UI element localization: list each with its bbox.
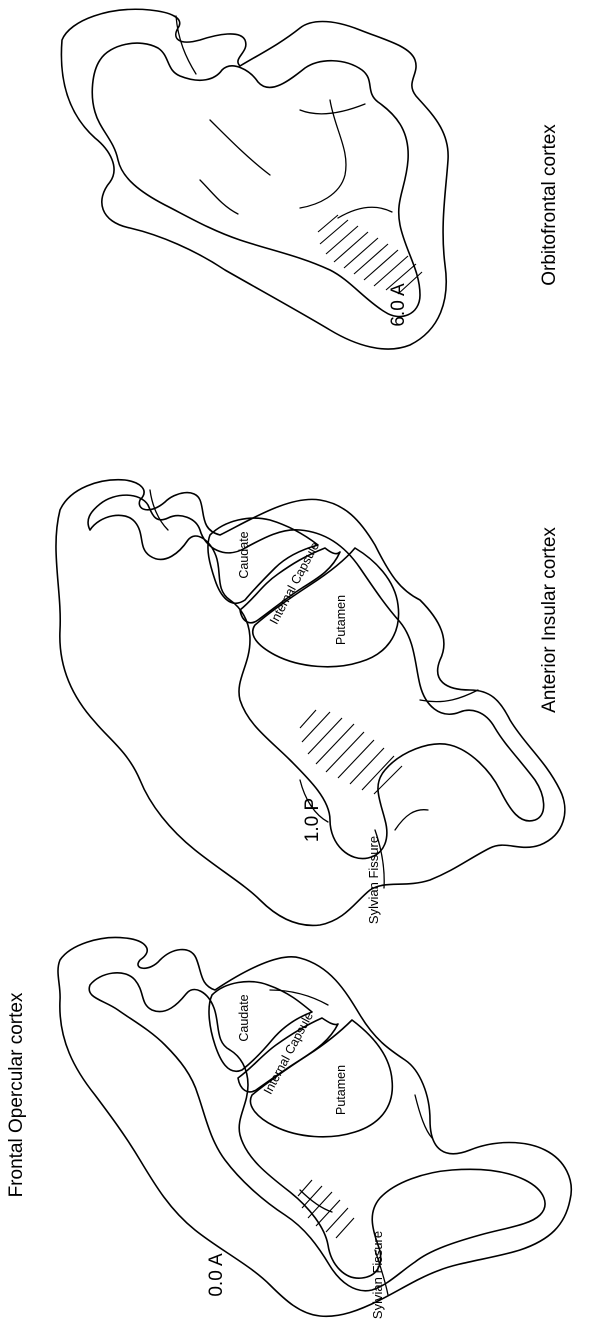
anterior-insular-hatched-region bbox=[300, 710, 402, 794]
anterior-insular-sulcus-5 bbox=[395, 810, 428, 830]
orbitofrontal-hatched-region bbox=[318, 215, 422, 294]
orbitofrontal-inner-contour bbox=[92, 43, 420, 316]
caudate-label-3: Caudate bbox=[237, 994, 251, 1041]
frontal-opercular-outer-contour bbox=[58, 937, 571, 1316]
sylvian-fissure-label-2: Sylvian Fissure bbox=[366, 836, 381, 924]
orbitofrontal-sulcus-3 bbox=[200, 180, 238, 214]
section-anterior-insular: Anterior Insular cortex 1.0 P Sylvian Fi… bbox=[56, 480, 565, 926]
orbitofrontal-sulcus-6 bbox=[338, 207, 392, 218]
section-coordinate-anterior-insular: 1.0 P bbox=[302, 798, 323, 842]
section-title-orbitofrontal: Orbitofrontal cortex bbox=[539, 124, 560, 286]
putamen-label-2: Putamen bbox=[334, 595, 348, 645]
section-coordinate-orbitofrontal: 6.0 A bbox=[388, 283, 409, 327]
section-coordinate-frontal-opercular: 0.0 A bbox=[206, 1253, 227, 1297]
section-frontal-opercular: Frontal Opercular cortex 0.0 A Sylvian F… bbox=[6, 937, 571, 1319]
section-orbitofrontal: Orbitofrontal cortex 6.0 A bbox=[61, 9, 560, 349]
internal-capsule-label-3: Internal Capsule bbox=[261, 1010, 316, 1097]
caudate-label-2: Caudate bbox=[237, 531, 251, 578]
anterior-insular-sulcus-2 bbox=[420, 690, 478, 702]
orbitofrontal-sulcus-4 bbox=[300, 100, 346, 208]
putamen-label-3: Putamen bbox=[334, 1065, 348, 1115]
frontal-opercular-sulcus-1 bbox=[270, 990, 328, 1005]
section-title-anterior-insular: Anterior Insular cortex bbox=[539, 527, 560, 713]
section-title-frontal-opercular: Frontal Opercular cortex bbox=[6, 992, 27, 1197]
orbitofrontal-sulcus-5 bbox=[210, 120, 270, 175]
